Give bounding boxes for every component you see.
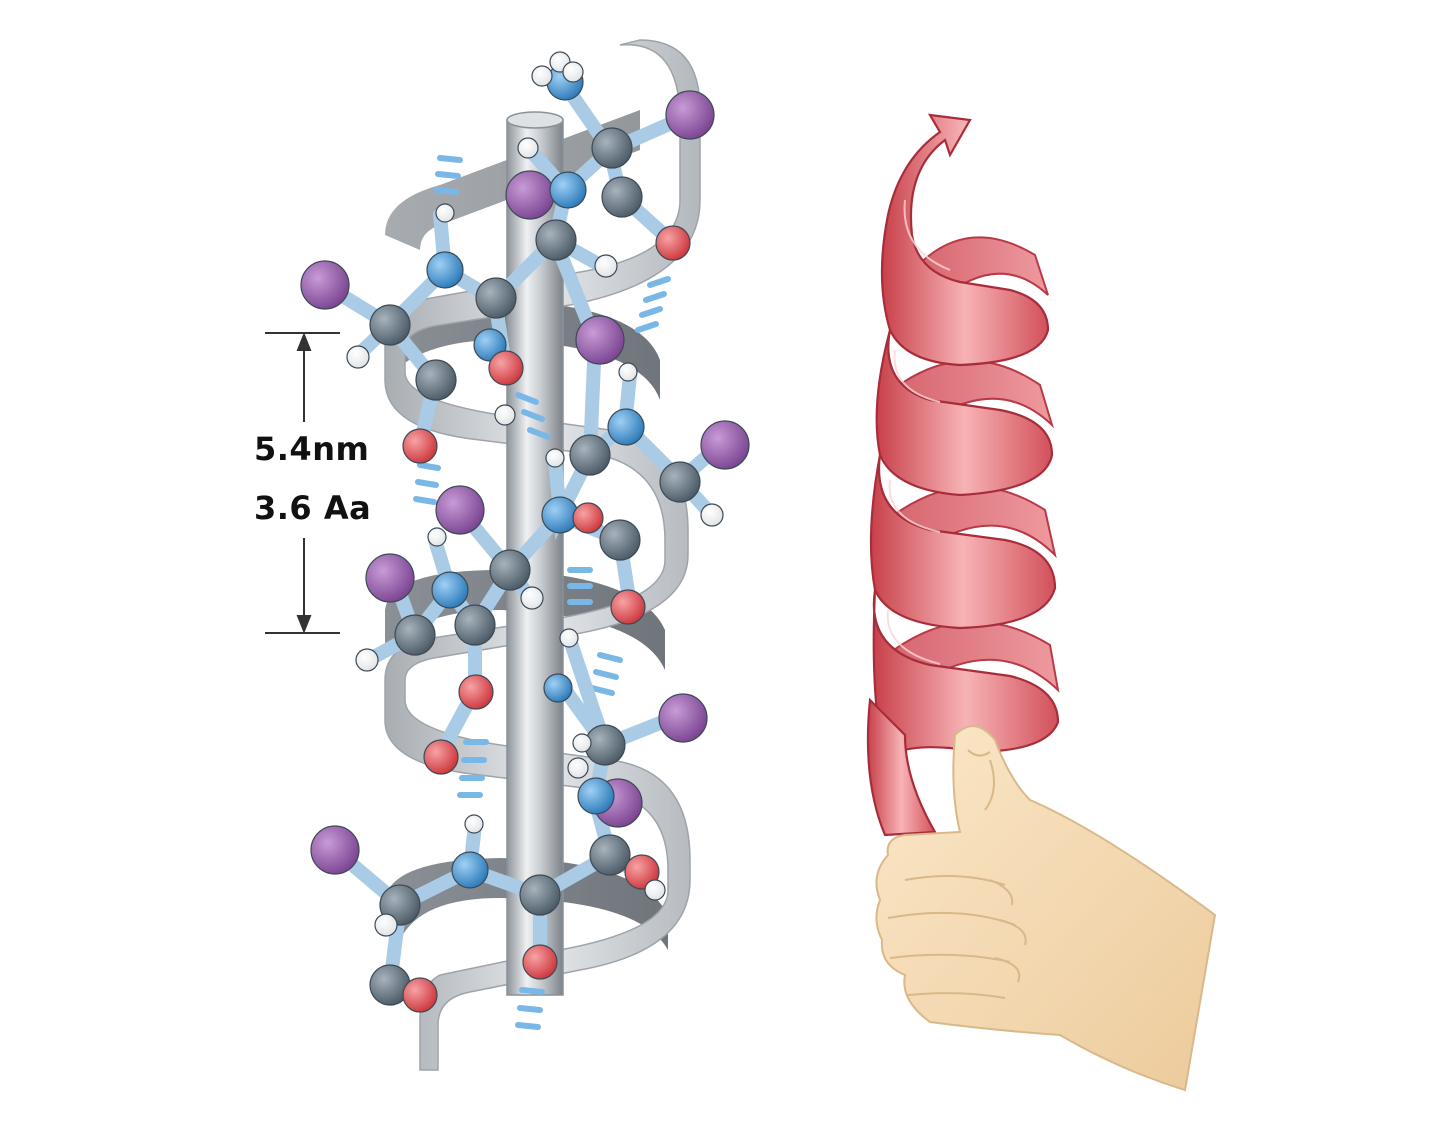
red-helix-highlights [886, 199, 951, 665]
right-hand-rule-helix-icon [866, 113, 1217, 1092]
red-helix-front [866, 113, 1060, 837]
helix-model [265, 39, 750, 1071]
hand [875, 725, 1217, 1092]
hydrogen-bonds [413, 155, 671, 1030]
residues-per-turn-label: 3.6 Aa [254, 489, 372, 527]
pitch-label: 5.4nm [254, 430, 370, 468]
atoms [300, 51, 750, 1013]
ribbon-front [384, 39, 701, 1071]
pitch-dimension-line [265, 332, 340, 634]
